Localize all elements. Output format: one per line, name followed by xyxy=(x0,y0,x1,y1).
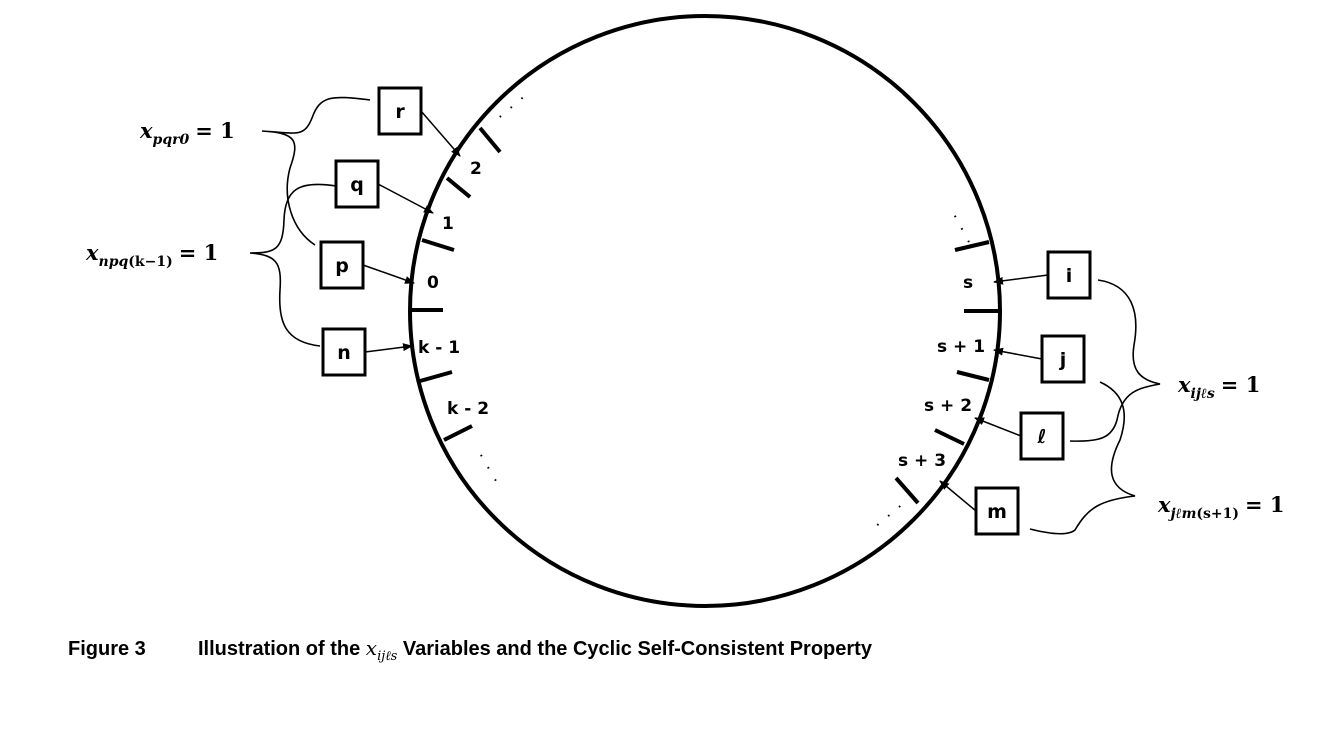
brace-ijls xyxy=(1069,279,1161,442)
tick-mark xyxy=(956,370,990,382)
node-label: m xyxy=(987,501,1007,523)
node-label: r xyxy=(395,101,405,123)
arrow-j xyxy=(993,347,1043,360)
slot-label-s-plus-3: s + 3 xyxy=(898,451,946,471)
arrow-r xyxy=(420,110,461,157)
equation-sub: jℓm xyxy=(1168,506,1197,522)
tick-mark xyxy=(478,126,502,154)
tick-mark xyxy=(419,370,453,383)
arrow-n xyxy=(364,343,413,353)
slot-label-k-1: k - 1 xyxy=(418,338,460,358)
figure-number: Figure 3 xyxy=(68,638,146,660)
node-q: q xyxy=(334,159,380,209)
equation-sub: ijℓs xyxy=(1191,386,1215,402)
arrow-p xyxy=(362,264,415,284)
caption-pre: Illustration of the xyxy=(198,638,361,660)
node-box xyxy=(377,86,423,136)
node-l: ℓ xyxy=(1019,411,1065,461)
figure-caption: Figure 3 Illustration of the xijℓs Variab… xyxy=(68,636,1268,664)
node-n: n xyxy=(321,327,367,377)
tick-mark xyxy=(934,428,965,446)
equation-subtail: (s+1) xyxy=(1196,506,1239,522)
equation-sub: npq xyxy=(99,254,129,270)
node-r: r xyxy=(377,86,423,136)
node-label: q xyxy=(350,174,364,196)
braces xyxy=(249,96,1161,535)
equation-var: x xyxy=(85,240,99,265)
node-label: ℓ xyxy=(1037,426,1047,448)
caption-post: Variables and the Cyclic Self-Consistent… xyxy=(402,638,872,660)
node-label: j xyxy=(1059,349,1067,371)
caption-variable: xijℓs xyxy=(365,636,398,664)
arrow-l xyxy=(974,417,1022,437)
slot-label-1: 1 xyxy=(442,214,454,234)
tick-mark xyxy=(443,424,473,442)
equation-rhs: = 1 xyxy=(179,240,219,265)
equation-sub: pqr0 xyxy=(153,132,190,148)
arrow-m xyxy=(939,480,977,512)
caption-var: x xyxy=(365,636,378,660)
tick-mark xyxy=(954,240,990,252)
node-box xyxy=(319,240,365,290)
equation-var: x xyxy=(1157,492,1171,517)
node-m: m xyxy=(974,486,1020,536)
node-label: p xyxy=(335,255,349,277)
equation-npq: xnpq(k−1) = 1 xyxy=(85,240,218,270)
arrows xyxy=(362,110,1049,512)
node-label: n xyxy=(337,342,351,364)
caption-var-sub: ijℓs xyxy=(377,649,398,664)
tick-mark xyxy=(421,238,455,252)
ellipsis-top-left: · · · xyxy=(492,88,531,125)
node-box xyxy=(1040,334,1086,384)
ellipsis-left-lower: · · · xyxy=(472,449,506,489)
tick-mark xyxy=(894,476,920,505)
node-p: p xyxy=(319,240,365,290)
equation-subtail: (k−1) xyxy=(128,254,172,270)
node-box xyxy=(1046,250,1092,300)
slot-label-s: s xyxy=(963,273,973,293)
equation-rhs: = 1 xyxy=(1245,492,1285,517)
node-box xyxy=(321,327,367,377)
slot-label-s-plus-2: s + 2 xyxy=(924,396,972,416)
equation-var: x xyxy=(139,118,153,143)
tick-mark xyxy=(445,176,472,199)
arrow-q xyxy=(377,183,434,214)
node-box xyxy=(1019,411,1065,461)
equation-pqr0: xpqr0 = 1 xyxy=(139,118,235,148)
node-label: i xyxy=(1066,265,1073,287)
cycle-circle xyxy=(408,14,1002,608)
equation-rhs: = 1 xyxy=(195,118,235,143)
node-j: j xyxy=(1040,334,1086,384)
equation-ijls: xijℓs = 1 xyxy=(1177,372,1260,402)
right-ticks xyxy=(894,240,999,505)
slot-label-s-plus-1: s + 1 xyxy=(937,337,985,357)
slot-label-k-2: k - 2 xyxy=(447,399,489,419)
equation-rhs: = 1 xyxy=(1221,372,1261,397)
brace-npq xyxy=(249,183,337,347)
brace-jlm xyxy=(1029,381,1136,535)
node-i: i xyxy=(1046,250,1092,300)
arrow-i xyxy=(993,274,1049,285)
slot-label-0: 0 xyxy=(427,273,439,293)
equation-var: x xyxy=(1177,372,1191,397)
slot-label-2: 2 xyxy=(470,159,482,179)
equation-jlm: xjℓm(s+1) = 1 xyxy=(1157,492,1285,522)
left-ticks xyxy=(412,126,502,442)
